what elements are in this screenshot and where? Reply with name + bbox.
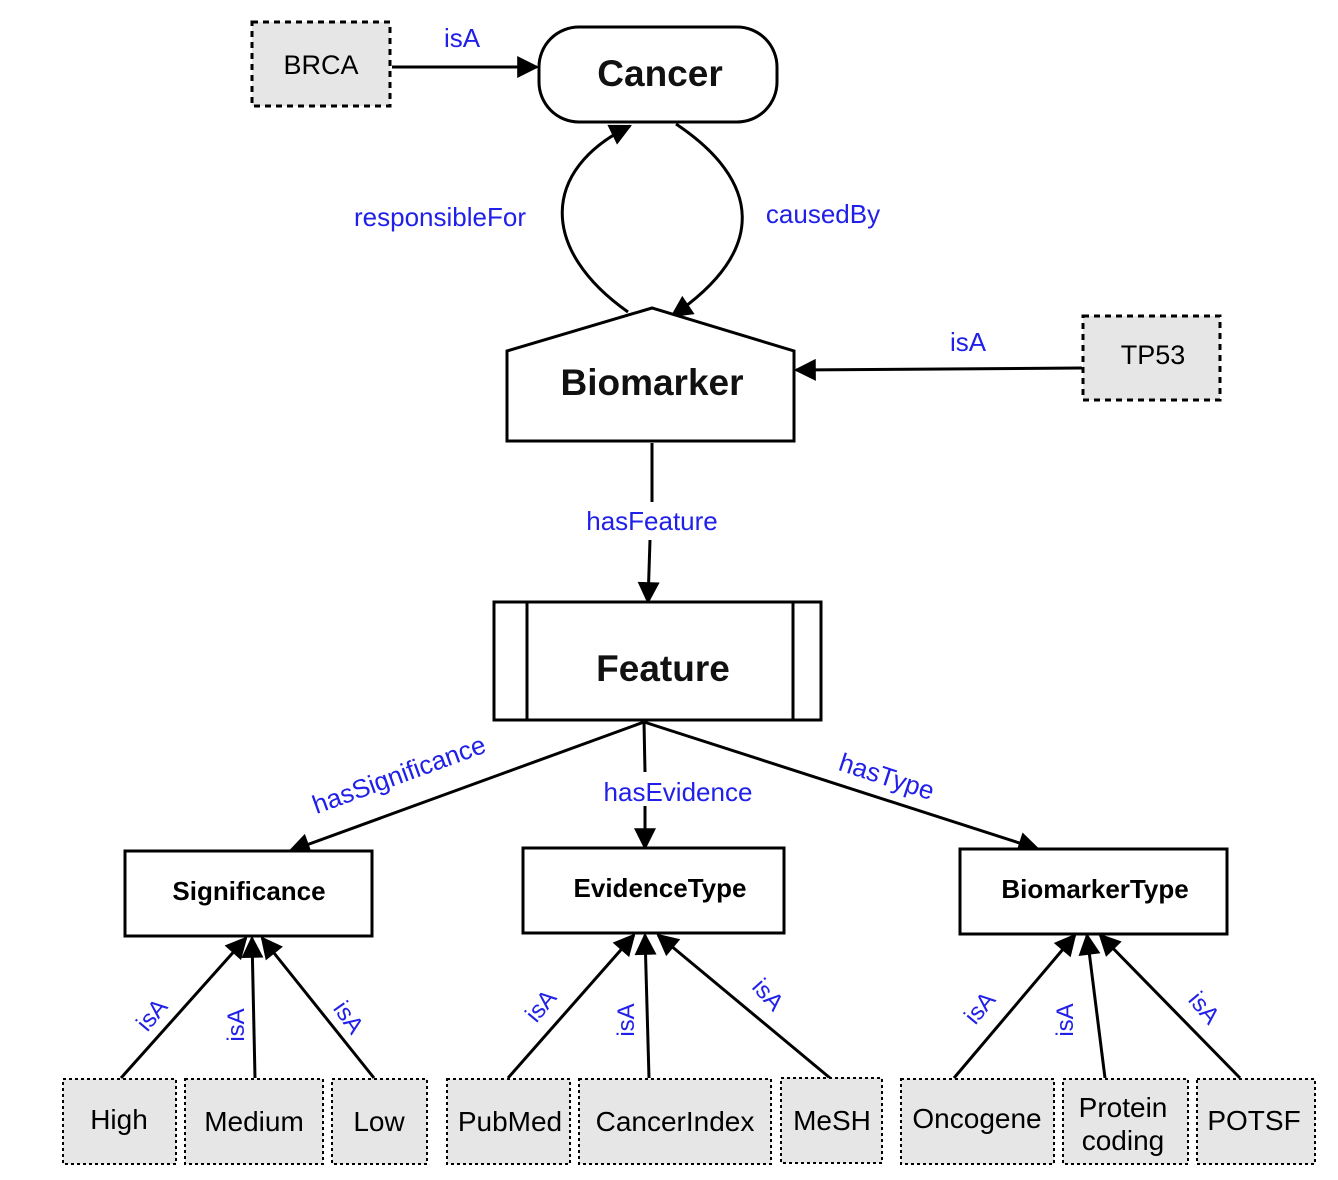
instance-protein-coding-label-line1: Protein (1079, 1092, 1168, 1123)
instance-low-label: Low (353, 1106, 405, 1137)
relation-label-oncogene-isa: isA (959, 987, 1001, 1030)
instance-cancerindex[interactable]: CancerIndex (578, 1078, 772, 1165)
instance-potsf-label: POTSF (1207, 1105, 1300, 1136)
instance-cancerindex-label: CancerIndex (596, 1106, 755, 1137)
relation-label-cancerindex-isa: isA (613, 1003, 640, 1036)
edges-biomarkertype-isa (952, 932, 1242, 1080)
instance-brca-label: BRCA (283, 50, 358, 80)
relation-label-mesh-isa: isA (746, 974, 788, 1017)
relation-label-low-isa: isA (328, 996, 369, 1039)
instance-tp53[interactable]: TP53 (1081, 314, 1222, 402)
instance-tp53-label: TP53 (1121, 340, 1186, 370)
instance-protein-coding[interactable]: Protein coding (1062, 1078, 1189, 1165)
class-biomarker[interactable]: Biomarker (505, 306, 796, 443)
class-cancer[interactable]: Cancer (537, 25, 779, 124)
instance-high-label: High (90, 1104, 148, 1135)
relation-label-causedby: causedBy (766, 199, 880, 229)
relation-label-proteincoding-isa: isA (1052, 1003, 1079, 1036)
edge-tp53-isa-biomarker (793, 358, 1083, 381)
edge-hastype (643, 720, 1041, 854)
instance-high[interactable]: High (62, 1078, 177, 1165)
edge-hasevidence (634, 721, 656, 851)
instance-potsf[interactable]: POTSF (1196, 1078, 1316, 1165)
class-cancer-label: Cancer (597, 53, 722, 94)
class-feature[interactable]: Feature (492, 600, 823, 722)
instance-oncogene-label: Oncogene (912, 1103, 1041, 1134)
relation-label-hassignificance: hasSignificance (308, 729, 489, 819)
relation-label-potsf-isa: isA (1183, 987, 1225, 1030)
edge-causedby (670, 122, 744, 318)
instance-mesh-label: MeSH (793, 1105, 871, 1136)
class-biomarker-label: Biomarker (560, 362, 743, 403)
edge-responsiblefor (560, 124, 632, 314)
relation-label-responsiblefor: responsibleFor (354, 202, 526, 232)
class-biomarkertype[interactable]: BiomarkerType (958, 847, 1229, 936)
class-evidencetype-label: EvidenceType (574, 873, 747, 903)
class-feature-label: Feature (596, 648, 730, 689)
relation-label-hastype: hasType (835, 747, 938, 806)
relation-label-hasevidence: hasEvidence (604, 777, 753, 807)
instance-medium-label: Medium (204, 1106, 304, 1137)
relation-label-hasfeature: hasFeature (586, 506, 718, 536)
edges-evidence-isa (506, 932, 831, 1080)
class-biomarkertype-label: BiomarkerType (1001, 874, 1188, 904)
instance-pubmed[interactable]: PubMed (446, 1078, 571, 1165)
edge-hassignificance (287, 720, 645, 855)
instance-medium[interactable]: Medium (184, 1078, 324, 1165)
instance-protein-coding-label-line2: coding (1082, 1125, 1165, 1156)
class-evidencetype[interactable]: EvidenceType (521, 846, 786, 935)
instance-brca[interactable]: BRCA (250, 20, 392, 108)
instance-pubmed-label: PubMed (458, 1106, 562, 1137)
relation-label-pubmed-isa: isA (520, 985, 562, 1028)
relation-label-medium-isa: isA (223, 1008, 250, 1041)
relation-label-high-isa: isA (131, 994, 173, 1037)
instance-mesh[interactable]: MeSH (780, 1077, 883, 1164)
relation-label-tp53-isa: isA (950, 327, 987, 357)
instance-oncogene[interactable]: Oncogene (900, 1078, 1055, 1165)
edges-significance-isa (119, 935, 376, 1079)
class-significance[interactable]: Significance (123, 849, 374, 938)
edge-hasfeature (637, 443, 660, 605)
instance-low[interactable]: Low (331, 1078, 428, 1165)
relation-label-brca-isa: isA (444, 23, 481, 53)
class-significance-label: Significance (172, 876, 325, 906)
